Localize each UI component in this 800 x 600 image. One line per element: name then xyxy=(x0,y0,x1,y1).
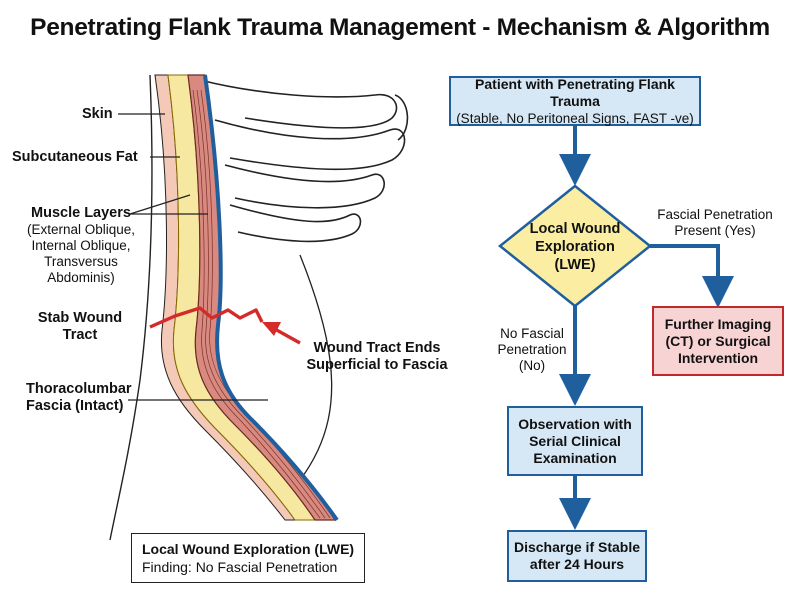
discharge-line-1: Discharge if Stable xyxy=(513,539,641,555)
stab-line-1: Stab Wound xyxy=(37,310,123,326)
decision-text: Local Wound Exploration (LWE) xyxy=(520,220,630,274)
yes-line-1: Fascial Penetration xyxy=(657,207,773,222)
fascia-line-2: Fascia (Intact) xyxy=(26,398,124,414)
label-stab-wound-tract: Stab Wound Tract xyxy=(35,310,125,344)
tract-end-line-1: Wound Tract Ends xyxy=(313,340,441,356)
observation-box: Observation with Serial Clinical Examina… xyxy=(507,406,643,476)
further-line-3: Intervention xyxy=(677,349,759,366)
label-muscle-layers: Muscle Layers (External Oblique, Interna… xyxy=(20,205,142,286)
further-line-1: Further Imaging xyxy=(664,315,772,332)
label-subcutaneous-fat: Subcutaneous Fat xyxy=(12,149,138,165)
start-line-1: Patient with Penetrating Flank Trauma xyxy=(475,75,675,109)
no-line-1: No Fascial xyxy=(500,326,564,341)
yes-line-2: Present (Yes) xyxy=(674,223,756,238)
no-line-2: Penetration xyxy=(497,342,567,357)
observe-line-1: Observation with xyxy=(518,415,632,432)
finding-line-1: Local Wound Exploration (LWE) xyxy=(142,541,355,557)
start-box: Patient with Penetrating Flank Trauma (S… xyxy=(449,76,701,126)
muscle-detail-4: Abdominis) xyxy=(47,270,115,285)
discharge-line-2: after 24 Hours xyxy=(529,556,625,572)
start-line-2: (Stable, No Peritoneal Signs, FAST -ve) xyxy=(456,110,694,126)
label-thoracolumbar-fascia: Thoracolumbar Fascia (Intact) xyxy=(26,381,136,415)
stab-line-2: Tract xyxy=(62,327,98,343)
body-contour xyxy=(109,74,153,541)
no-branch-label: No Fascial Penetration (No) xyxy=(492,326,572,374)
decision-line-3: (LWE) xyxy=(554,257,596,273)
further-line-2: (CT) or Surgical xyxy=(665,332,771,349)
label-skin: Skin xyxy=(82,106,113,122)
no-line-3: (No) xyxy=(518,358,546,373)
muscle-detail-3: Transversus xyxy=(44,254,118,269)
page-title: Penetrating Flank Trauma Management - Me… xyxy=(30,14,770,41)
fascia-line-1: Thoracolumbar xyxy=(26,381,132,397)
observe-line-3: Examination xyxy=(533,449,617,466)
label-muscle-title: Muscle Layers xyxy=(31,205,131,221)
stab-wound-tract xyxy=(149,306,264,329)
tract-end-line-2: Superficial to Fascia xyxy=(306,357,448,373)
decision-line-1: Local Wound xyxy=(529,221,621,237)
yes-branch-label: Fascial Penetration Present (Yes) xyxy=(640,207,790,239)
observe-line-2: Serial Clinical xyxy=(529,432,621,449)
arrow-yes-branch xyxy=(650,244,734,308)
decision-line-2: Exploration xyxy=(535,239,615,255)
label-tract-ends-superficial: Wound Tract Ends Superficial to Fascia xyxy=(302,340,452,374)
finding-line-2: Finding: No Fascial Penetration xyxy=(142,559,338,575)
muscle-detail-1: (External Oblique, xyxy=(26,222,136,237)
rib-cage xyxy=(199,79,409,243)
discharge-box: Discharge if Stable after 24 Hours xyxy=(507,530,647,582)
muscle-detail-2: Internal Oblique, xyxy=(31,238,131,253)
fascia-layer xyxy=(203,74,339,522)
further-imaging-box: Further Imaging (CT) or Surgical Interve… xyxy=(652,306,784,376)
lwe-finding-box: Local Wound Exploration (LWE) Finding: N… xyxy=(131,533,365,583)
